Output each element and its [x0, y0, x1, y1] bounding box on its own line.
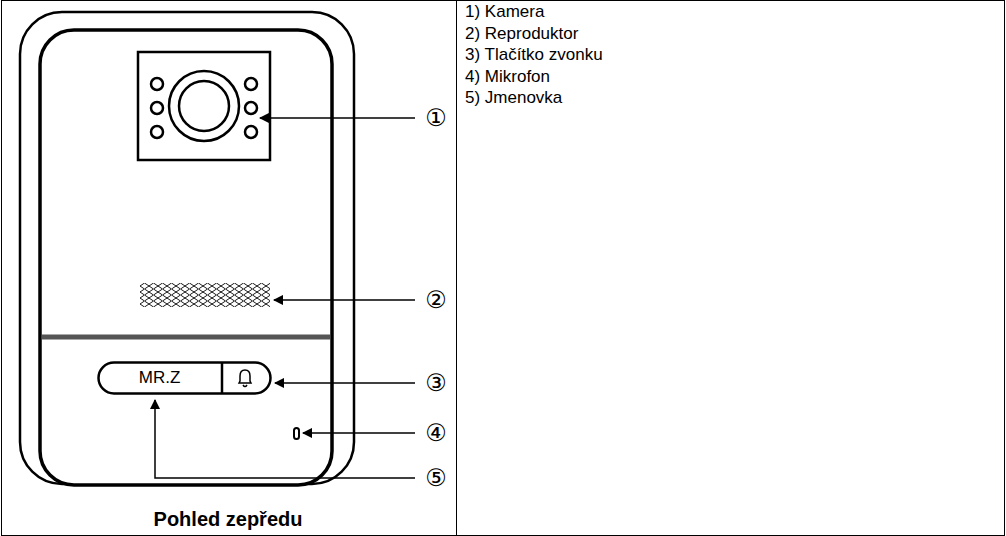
- nameplate-text: MR.Z: [139, 368, 181, 388]
- callout-number: ③: [425, 369, 447, 398]
- microphone-hole: [294, 428, 299, 439]
- callout-number: ①: [425, 104, 447, 133]
- speaker-grille: [140, 283, 270, 307]
- legend-item: 2) Reproduktor: [465, 24, 578, 44]
- back-housing: [20, 12, 354, 484]
- legend-item: 4) Mikrofon: [465, 67, 550, 87]
- panel-divider: [42, 335, 330, 340]
- leader-lines: [155, 118, 415, 478]
- callout-number: ②: [425, 286, 447, 315]
- callout-number: ⑤: [425, 464, 447, 493]
- nameplate-outline: [97, 361, 272, 395]
- caption: Pohled zepředu: [154, 508, 303, 531]
- legend-item: 5) Jmenovka: [465, 88, 562, 108]
- bell-button-divider: [221, 363, 224, 394]
- nameplate: MR.Z: [97, 361, 272, 395]
- legend-item: 3) Tlačítko zvonku: [465, 45, 603, 65]
- camera-module: [138, 52, 270, 160]
- nameplate-border: [99, 363, 271, 394]
- callout-number: ④: [425, 419, 447, 448]
- legend-item: 1) Kamera: [465, 2, 544, 22]
- front-panel: [40, 30, 332, 485]
- bell-icon: [239, 370, 251, 387]
